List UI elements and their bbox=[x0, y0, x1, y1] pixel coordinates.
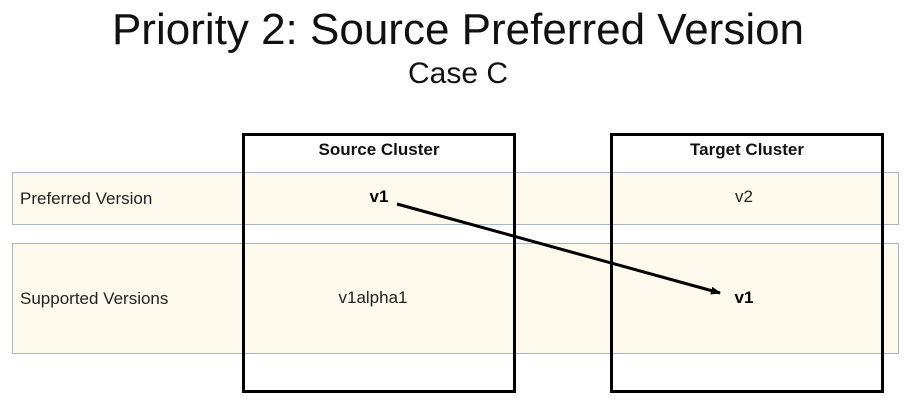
target-cluster-title: Target Cluster bbox=[690, 140, 804, 159]
page-subtitle: Case C bbox=[407, 57, 509, 90]
target-cluster-box: Target Cluster bbox=[610, 133, 884, 393]
preferred-version-label: Preferred Version bbox=[20, 188, 153, 208]
source-cluster-title: Source Cluster bbox=[318, 140, 440, 159]
target-supported-version: v1 bbox=[734, 288, 754, 307]
source-supported-version: v1alpha1 bbox=[338, 288, 408, 307]
source-preferred-version: v1 bbox=[369, 187, 389, 206]
target-preferred-version: v2 bbox=[735, 187, 753, 206]
source-cluster-box: Source Cluster bbox=[242, 133, 516, 393]
supported-versions-label: Supported Versions bbox=[20, 288, 169, 308]
page-title: Priority 2: Source Preferred Version bbox=[111, 5, 805, 54]
